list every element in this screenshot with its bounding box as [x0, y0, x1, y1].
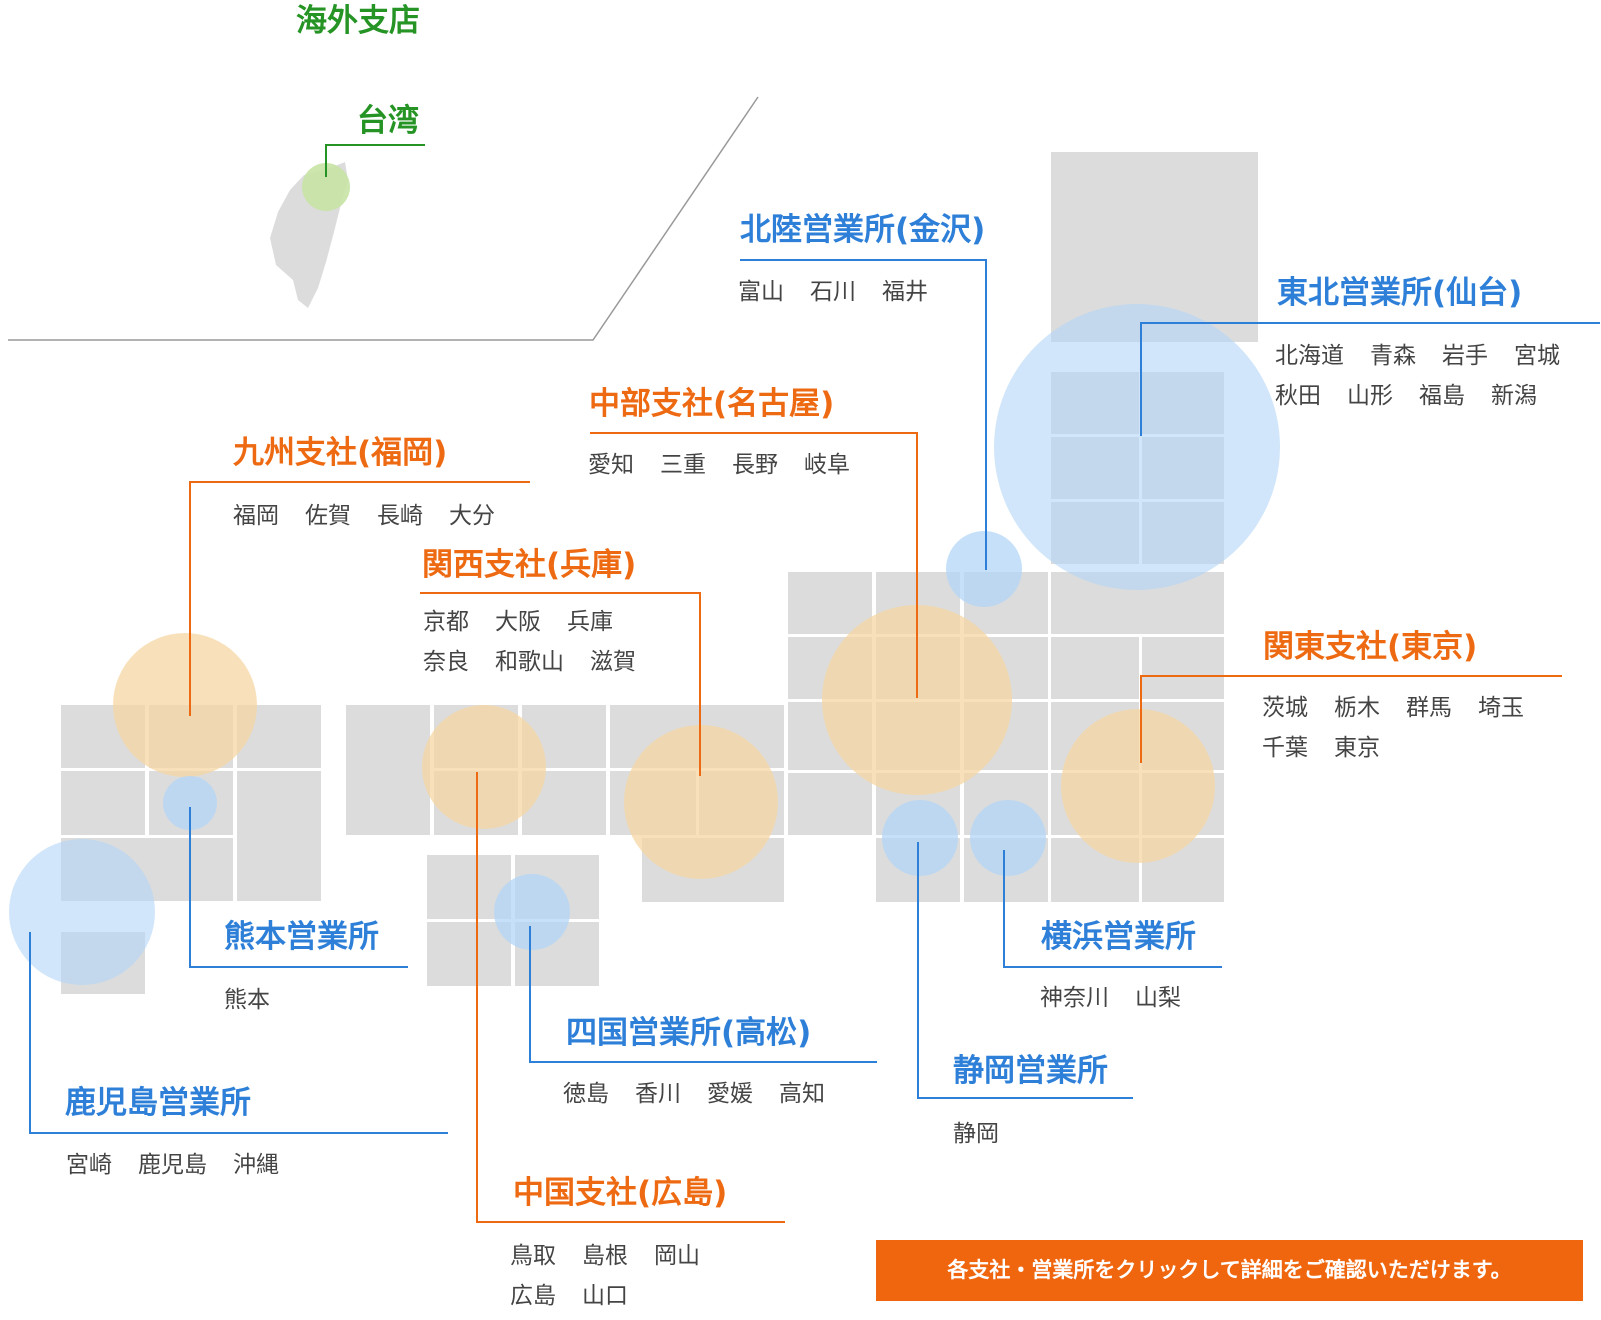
prefectures-kansai: 京都大阪兵庫 奈良和歌山滋賀: [423, 609, 636, 675]
yokohama-circle[interactable]: [970, 800, 1046, 876]
prefectures-chugoku: 鳥取島根岡山 広島山口: [510, 1243, 700, 1309]
prefectures-chubu: 愛知三重長野岐阜: [588, 452, 850, 478]
shizuoka-circle[interactable]: [882, 800, 958, 876]
office-title-kansai[interactable]: 関西支社(兵庫): [422, 547, 637, 583]
prefectures-kyushu: 福岡佐賀長崎大分: [233, 503, 495, 529]
office-title-shikoku[interactable]: 四国営業所(高松): [566, 1015, 812, 1051]
office-title-kyushu[interactable]: 九州支社(福岡): [233, 435, 448, 471]
hokuriku-circle[interactable]: [946, 531, 1022, 607]
prefectures-shizuoka: 静岡: [953, 1121, 999, 1147]
office-circles: [9, 304, 1280, 985]
kumamoto-circle[interactable]: [163, 776, 217, 830]
prefectures-hokuriku: 富山石川福井: [738, 279, 928, 305]
leader-lines: [29, 144, 1600, 1223]
office-title-kanto[interactable]: 関東支社(東京): [1263, 629, 1478, 665]
chubu-circle[interactable]: [822, 605, 1012, 795]
office-title-shizuoka[interactable]: 静岡営業所: [953, 1053, 1108, 1089]
click-instruction-banner: 各支社・営業所をクリックして詳細をご確認いただけます。: [876, 1240, 1583, 1301]
shikoku-circle[interactable]: [494, 874, 570, 950]
tohoku-circle[interactable]: [994, 304, 1280, 590]
office-title-chubu[interactable]: 中部支社(名古屋): [589, 386, 835, 422]
taiwan-circle[interactable]: [302, 163, 350, 211]
office-title-yokohama[interactable]: 横浜営業所: [1041, 919, 1196, 955]
inset-divider: [8, 96, 759, 341]
kansai-circle[interactable]: [624, 725, 778, 879]
prefectures-yokohama: 神奈川山梨: [1040, 985, 1181, 1011]
office-title-kumamoto[interactable]: 熊本営業所: [224, 919, 379, 955]
prefectures-shikoku: 徳島香川愛媛高知: [563, 1081, 825, 1107]
chugoku-circle[interactable]: [422, 705, 546, 829]
kagoshima-circle[interactable]: [9, 839, 155, 985]
prefectures-kagoshima: 宮崎鹿児島沖縄: [66, 1152, 279, 1178]
office-title-hokuriku[interactable]: 北陸営業所(金沢): [740, 212, 986, 248]
office-title-chugoku[interactable]: 中国支社(広島): [513, 1175, 728, 1211]
office-title-taiwan[interactable]: 台湾: [357, 103, 419, 139]
prefectures-tohoku: 北海道青森岩手宮城 秋田山形福島新潟: [1275, 343, 1560, 409]
overseas-heading: 海外支店: [296, 3, 420, 39]
kanto-circle[interactable]: [1061, 709, 1215, 863]
office-title-kagoshima[interactable]: 鹿児島営業所: [65, 1085, 251, 1121]
office-title-tohoku[interactable]: 東北営業所(仙台): [1277, 275, 1523, 311]
prefectures-kanto: 茨城栃木群馬埼玉 千葉東京: [1262, 695, 1524, 761]
prefectures-kumamoto: 熊本: [224, 987, 270, 1013]
kyushu-circle[interactable]: [113, 633, 257, 777]
